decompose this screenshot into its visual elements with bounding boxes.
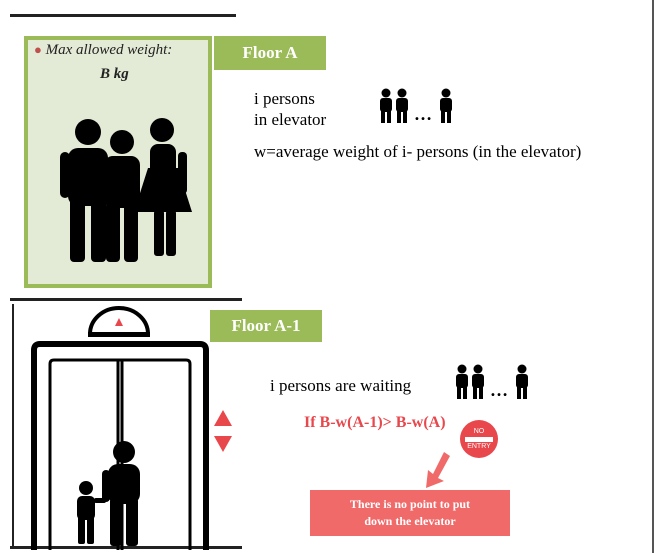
max-weight-label: ● Max allowed weight:: [34, 42, 173, 58]
floor-a1-label: Floor A-1: [210, 310, 322, 342]
two-persons-waiting-icon: [456, 364, 484, 399]
ellipsis-a1: …: [490, 380, 508, 400]
no-entry-bottom-text: ENTRY: [467, 442, 491, 450]
floor-a-label: Floor A: [214, 36, 326, 70]
family-silhouette-icon: [60, 118, 192, 262]
top-floor-line: [10, 14, 236, 17]
single-person-icon: [440, 88, 452, 123]
persons-in-elevator-text: i persons in elevator: [254, 89, 327, 129]
single-person-waiting-icon: [516, 364, 528, 399]
result-box: There is no point to put down the elevat…: [310, 490, 510, 536]
left-border: [12, 304, 14, 549]
max-weight-value: B kg: [100, 66, 129, 82]
persons-waiting-text: i persons are waiting: [270, 376, 412, 395]
parent-child-silhouette-icon: [77, 441, 140, 546]
ellipsis-a: …: [414, 104, 432, 124]
no-entry-sign-icon: NO ENTRY: [460, 420, 498, 458]
no-entry-top-text: NO: [473, 427, 485, 435]
arrow-down-icon: [426, 452, 450, 488]
condition-text: If B-w(A-1)> B-w(A): [304, 414, 446, 431]
divider-line: [10, 298, 242, 301]
no-entry-bar: [465, 436, 493, 442]
bullet-dot: ●: [34, 42, 42, 57]
two-persons-icon: [380, 88, 408, 123]
bottom-floor-line: [10, 546, 242, 549]
scale-dial-icon: [87, 306, 151, 337]
frame-right-border: [652, 0, 654, 553]
up-down-arrows-icon: [214, 410, 232, 452]
average-weight-text: w=average weight of i- persons (in the e…: [254, 142, 582, 161]
